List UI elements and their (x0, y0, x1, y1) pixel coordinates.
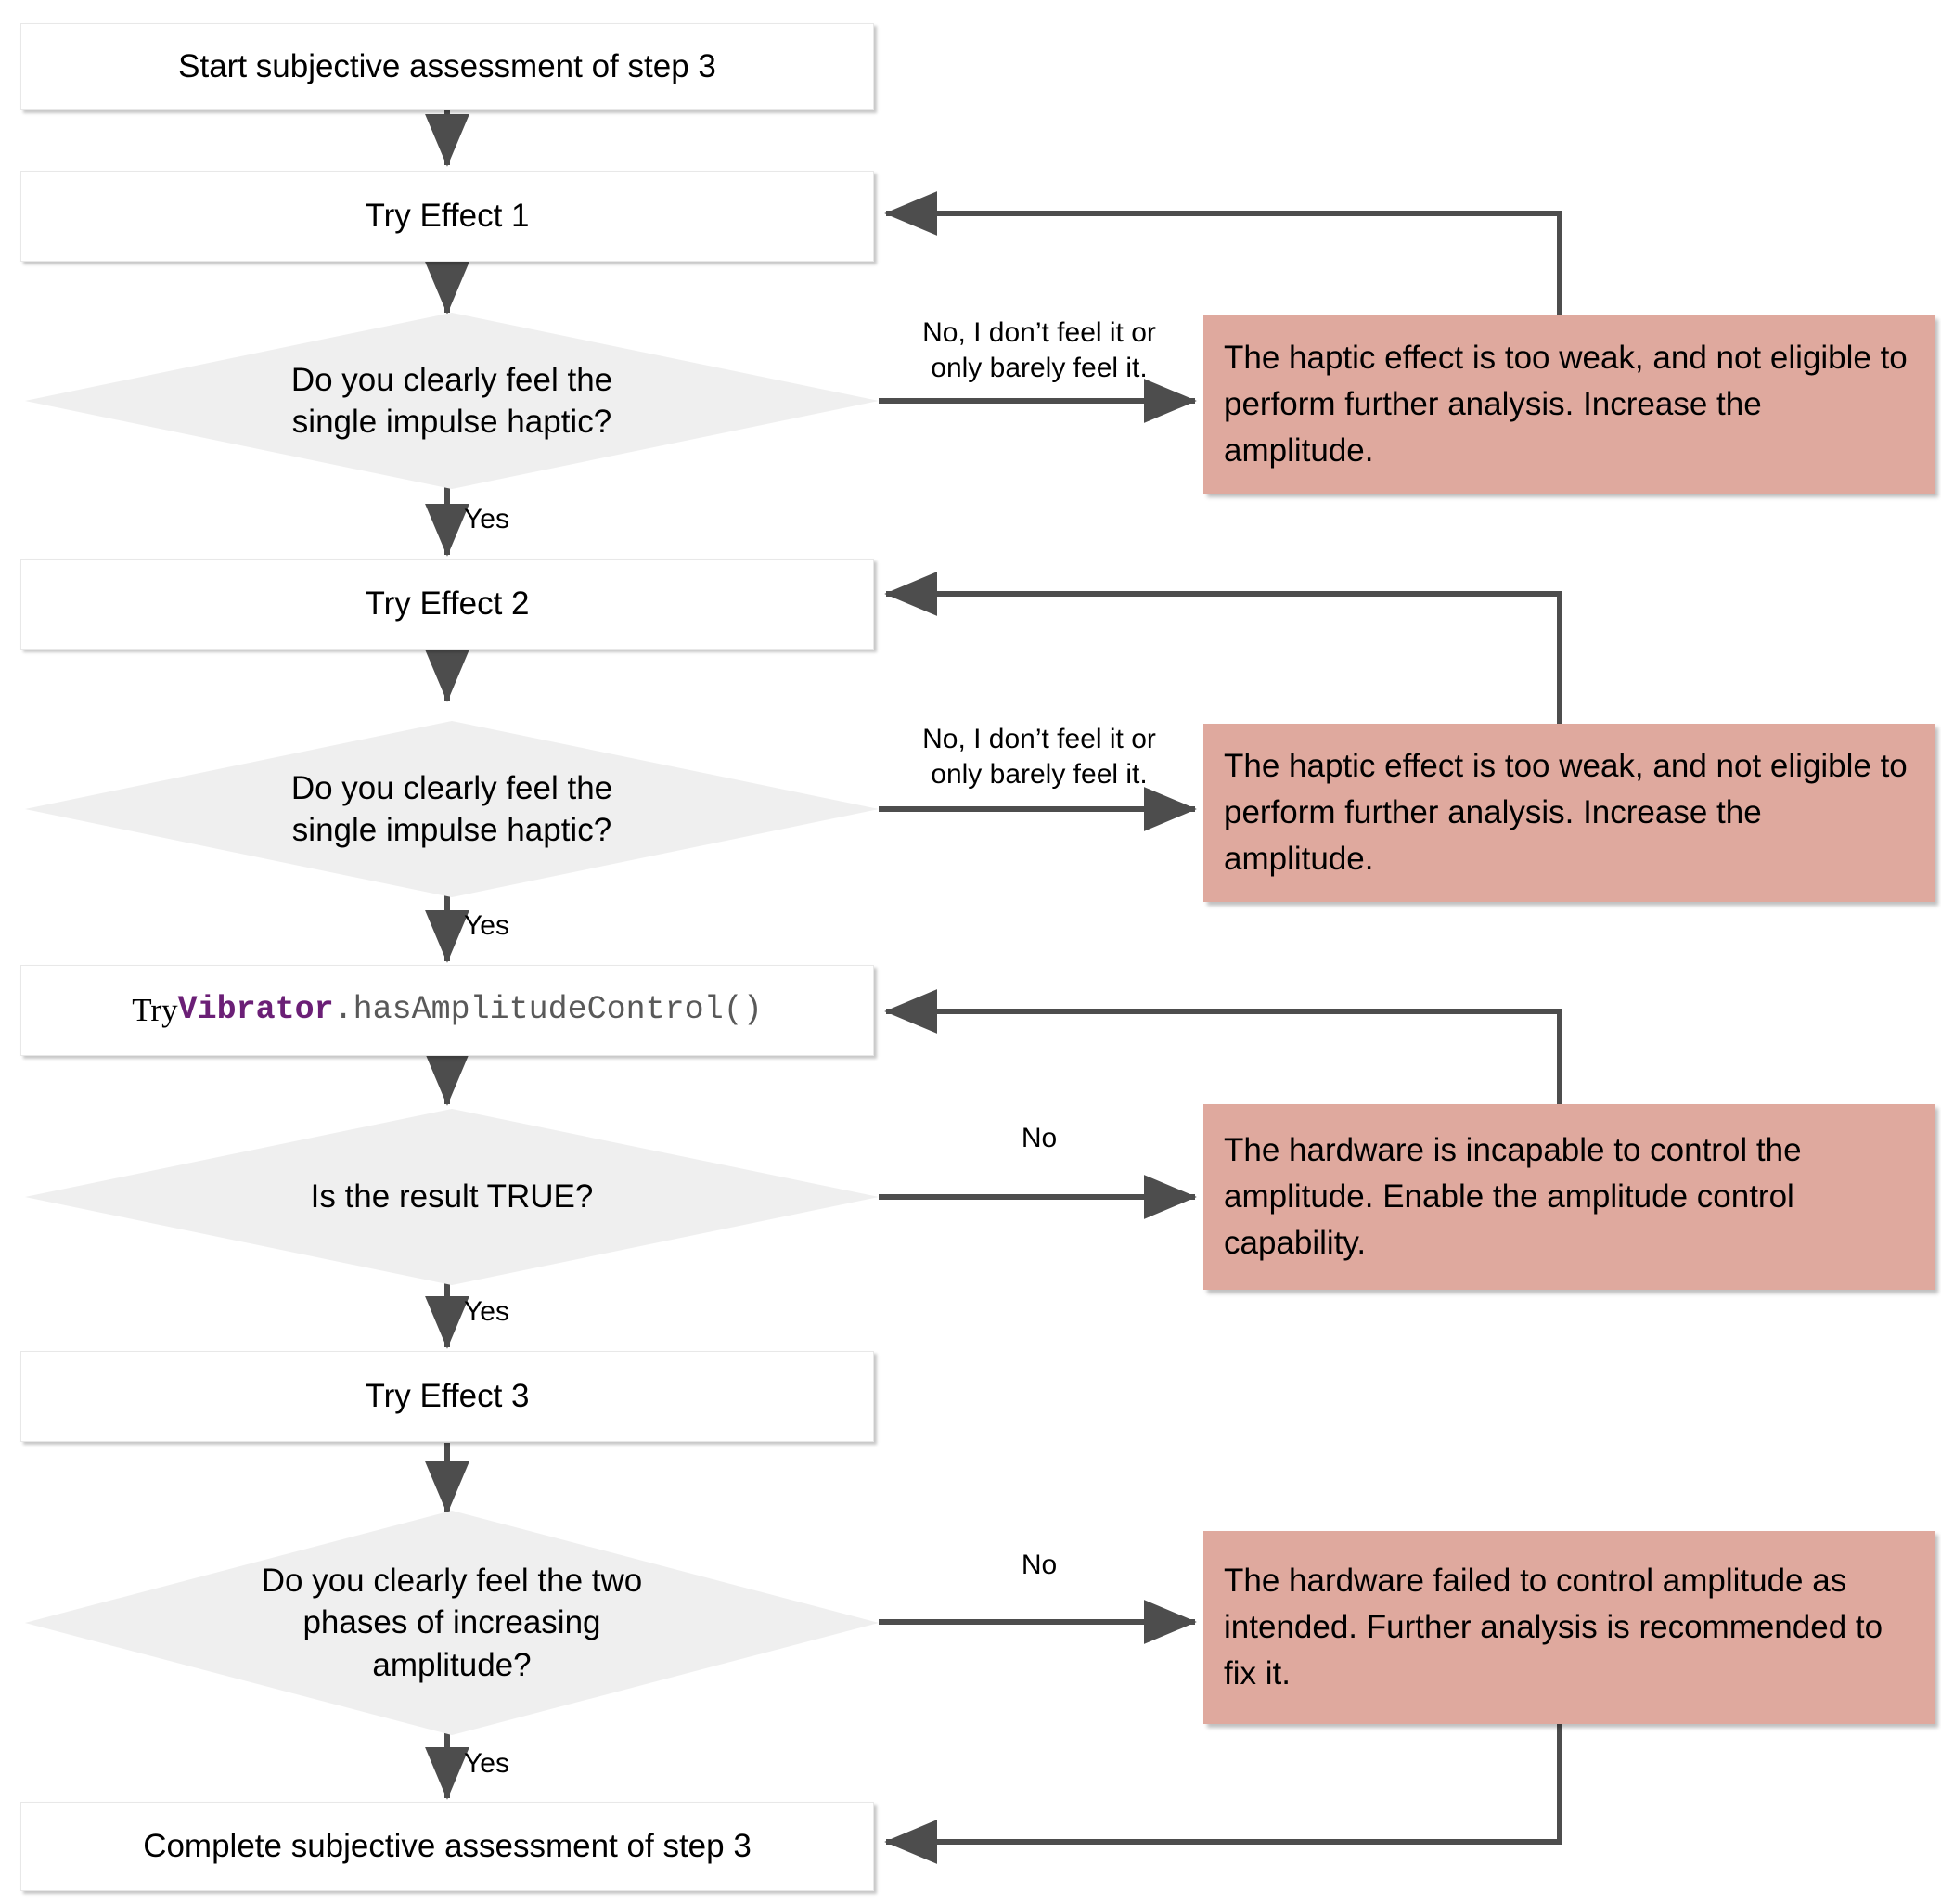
note-hardware-incapable[interactable]: The hardware is incapable to control the… (1203, 1104, 1935, 1290)
node-try-effect-3[interactable]: Try Effect 3 (20, 1351, 874, 1442)
edge-label-no-4: No (1021, 1550, 1058, 1580)
note-hardware-failed[interactable]: The hardware failed to control amplitude… (1203, 1531, 1935, 1724)
node-try-effect-1[interactable]: Try Effect 1 (20, 171, 874, 262)
edge-note1-back-to-effect1 (884, 191, 1562, 315)
code-method-hasamplitudecontrol: .hasAmplitudeControl() (333, 991, 763, 1029)
code-keyword-try: Try (132, 992, 178, 1029)
edge-label-yes-1: Yes (464, 504, 509, 534)
diamond-shape-icon (25, 1109, 879, 1285)
edge-label-yes-4: Yes (464, 1748, 509, 1779)
edge-label-yes-2: Yes (464, 910, 509, 941)
node-try-has-amplitude-control[interactable]: Try Vibrator.hasAmplitudeControl() (20, 965, 874, 1056)
node-complete[interactable]: Complete subjective assessment of step 3 (20, 1802, 874, 1891)
node-start-label: Start subjective assessment of step 3 (178, 48, 716, 85)
note-4-text: The hardware failed to control amplitude… (1224, 1563, 1883, 1692)
note-haptic-too-weak-1[interactable]: The haptic effect is too weak, and not e… (1203, 315, 1935, 494)
decision-feel-single-impulse-1[interactable]: Do you clearly feel the single impulse h… (25, 313, 879, 489)
edge-note3-back-to-codebox (884, 989, 1562, 1104)
decision-feel-two-phases[interactable]: Do you clearly feel the two phases of in… (25, 1511, 879, 1735)
node-try-effect-2-label: Try Effect 2 (365, 585, 530, 623)
note-1-text: The haptic effect is too weak, and not e… (1224, 340, 1908, 469)
node-try-effect-1-label: Try Effect 1 (365, 198, 530, 235)
note-3-text: The hardware is incapable to control the… (1224, 1132, 1802, 1261)
note-2-text: The haptic effect is too weak, and not e… (1224, 748, 1908, 877)
node-start[interactable]: Start subjective assessment of step 3 (20, 23, 874, 110)
edge-label-no-1: No, I don’t feel it or only barely feel … (922, 317, 1156, 384)
edge-label-yes-3: Yes (464, 1296, 509, 1327)
decision-feel-single-impulse-2[interactable]: Do you clearly feel the single impulse h… (25, 721, 879, 897)
decision-is-result-true[interactable]: Is the result TRUE? (25, 1109, 879, 1285)
node-complete-label: Complete subjective assessment of step 3 (143, 1828, 752, 1865)
diamond-shape-icon (25, 1511, 879, 1735)
edge-label-no-2: No, I don’t feel it or only barely feel … (922, 724, 1156, 791)
edge-note4-to-complete (884, 1724, 1562, 1864)
code-class-vibrator: Vibrator (177, 991, 334, 1029)
node-try-effect-2[interactable]: Try Effect 2 (20, 559, 874, 650)
edge-note2-back-to-effect2 (884, 572, 1562, 724)
edge-label-no-3: No (1021, 1123, 1058, 1153)
diamond-shape-icon (25, 721, 879, 897)
diamond-shape-icon (25, 313, 879, 489)
node-try-effect-3-label: Try Effect 3 (365, 1378, 530, 1415)
note-haptic-too-weak-2[interactable]: The haptic effect is too weak, and not e… (1203, 724, 1935, 902)
